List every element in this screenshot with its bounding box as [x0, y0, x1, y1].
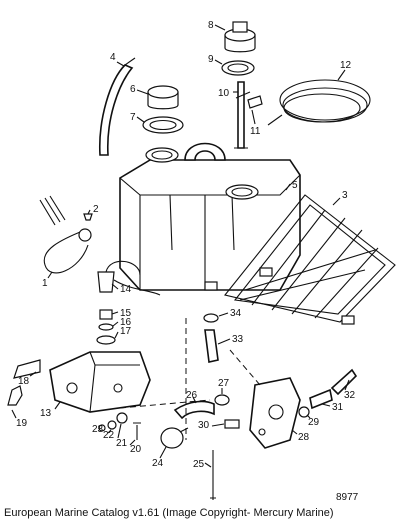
- callout-14: 14: [120, 284, 132, 295]
- lock-washer: [107, 420, 117, 430]
- cap-gasket: [142, 116, 184, 134]
- fuel-tank: [119, 142, 301, 291]
- hose-clamp: [160, 427, 184, 449]
- callout-34: 34: [230, 308, 242, 319]
- o-ring: [96, 335, 116, 345]
- fitting-27: [214, 394, 230, 406]
- fuel-hose: [267, 79, 371, 126]
- callout-3: 3: [342, 190, 348, 201]
- callout-1: 1: [42, 278, 48, 289]
- callout-16: 16: [120, 317, 132, 328]
- callout-labels: 1 2 3 4 5 6 7 8 9 10 11 12 13 14 15 16 1…: [16, 20, 356, 470]
- washer: [98, 323, 114, 331]
- callout-20: 20: [130, 444, 142, 455]
- vapor-hose: [173, 400, 215, 420]
- tank-cap: [147, 85, 179, 110]
- callout-5: 5: [292, 180, 298, 191]
- callout-10: 10: [218, 88, 230, 99]
- nut: [116, 412, 128, 424]
- callout-23: 23: [92, 424, 104, 435]
- callout-6: 6: [130, 84, 136, 95]
- callout-9: 9: [208, 54, 214, 65]
- pump-elbow: [7, 385, 23, 406]
- screw: [83, 213, 93, 221]
- bolt: [133, 422, 141, 440]
- leader-lines: [11, 24, 350, 468]
- callout-25: 25: [193, 459, 205, 470]
- wire-harness: [43, 229, 89, 274]
- callout-21: 21: [116, 438, 128, 449]
- fitting-30: [224, 419, 240, 429]
- gauge-gasket: [221, 60, 255, 76]
- callout-31: 31: [332, 402, 344, 413]
- hose-33: [204, 329, 219, 363]
- filter-housing: [249, 377, 301, 449]
- callout-28: 28: [298, 432, 310, 443]
- callout-29: 29: [308, 417, 320, 428]
- callout-8: 8: [208, 20, 214, 31]
- callout-17: 17: [120, 326, 132, 337]
- callout-7: 7: [130, 112, 136, 123]
- drain-line: [210, 450, 216, 500]
- image-caption: European Marine Catalog v1.61 (Image Cop…: [4, 507, 334, 519]
- grommet-34: [203, 313, 219, 323]
- tank-tray: [224, 194, 396, 325]
- callout-19: 19: [16, 418, 28, 429]
- callout-24: 24: [152, 458, 164, 469]
- callout-32: 32: [344, 390, 356, 401]
- pickup-tube: [237, 81, 245, 149]
- callout-30: 30: [198, 420, 210, 431]
- callout-33: 33: [232, 334, 244, 345]
- hose-fitting: [247, 95, 263, 109]
- callout-2: 2: [93, 204, 99, 215]
- callout-13: 13: [40, 408, 52, 419]
- callout-4: 4: [110, 52, 116, 63]
- callout-27: 27: [218, 378, 230, 389]
- fitting-29: [298, 406, 310, 418]
- float-sender: [97, 271, 115, 293]
- valve-32: [330, 368, 358, 396]
- tank-strap: [99, 64, 134, 156]
- valve-31: [309, 388, 333, 410]
- callout-22: 22: [103, 430, 115, 441]
- callout-15: 15: [120, 308, 132, 319]
- grommet: [99, 309, 113, 320]
- fuel-pump: [13, 351, 151, 413]
- figure-number: 8977: [336, 492, 359, 503]
- callout-26: 26: [186, 390, 198, 401]
- callout-12: 12: [340, 60, 352, 71]
- callout-18: 18: [18, 376, 30, 387]
- fuel-gauge: [224, 21, 256, 53]
- callout-11: 11: [250, 126, 261, 137]
